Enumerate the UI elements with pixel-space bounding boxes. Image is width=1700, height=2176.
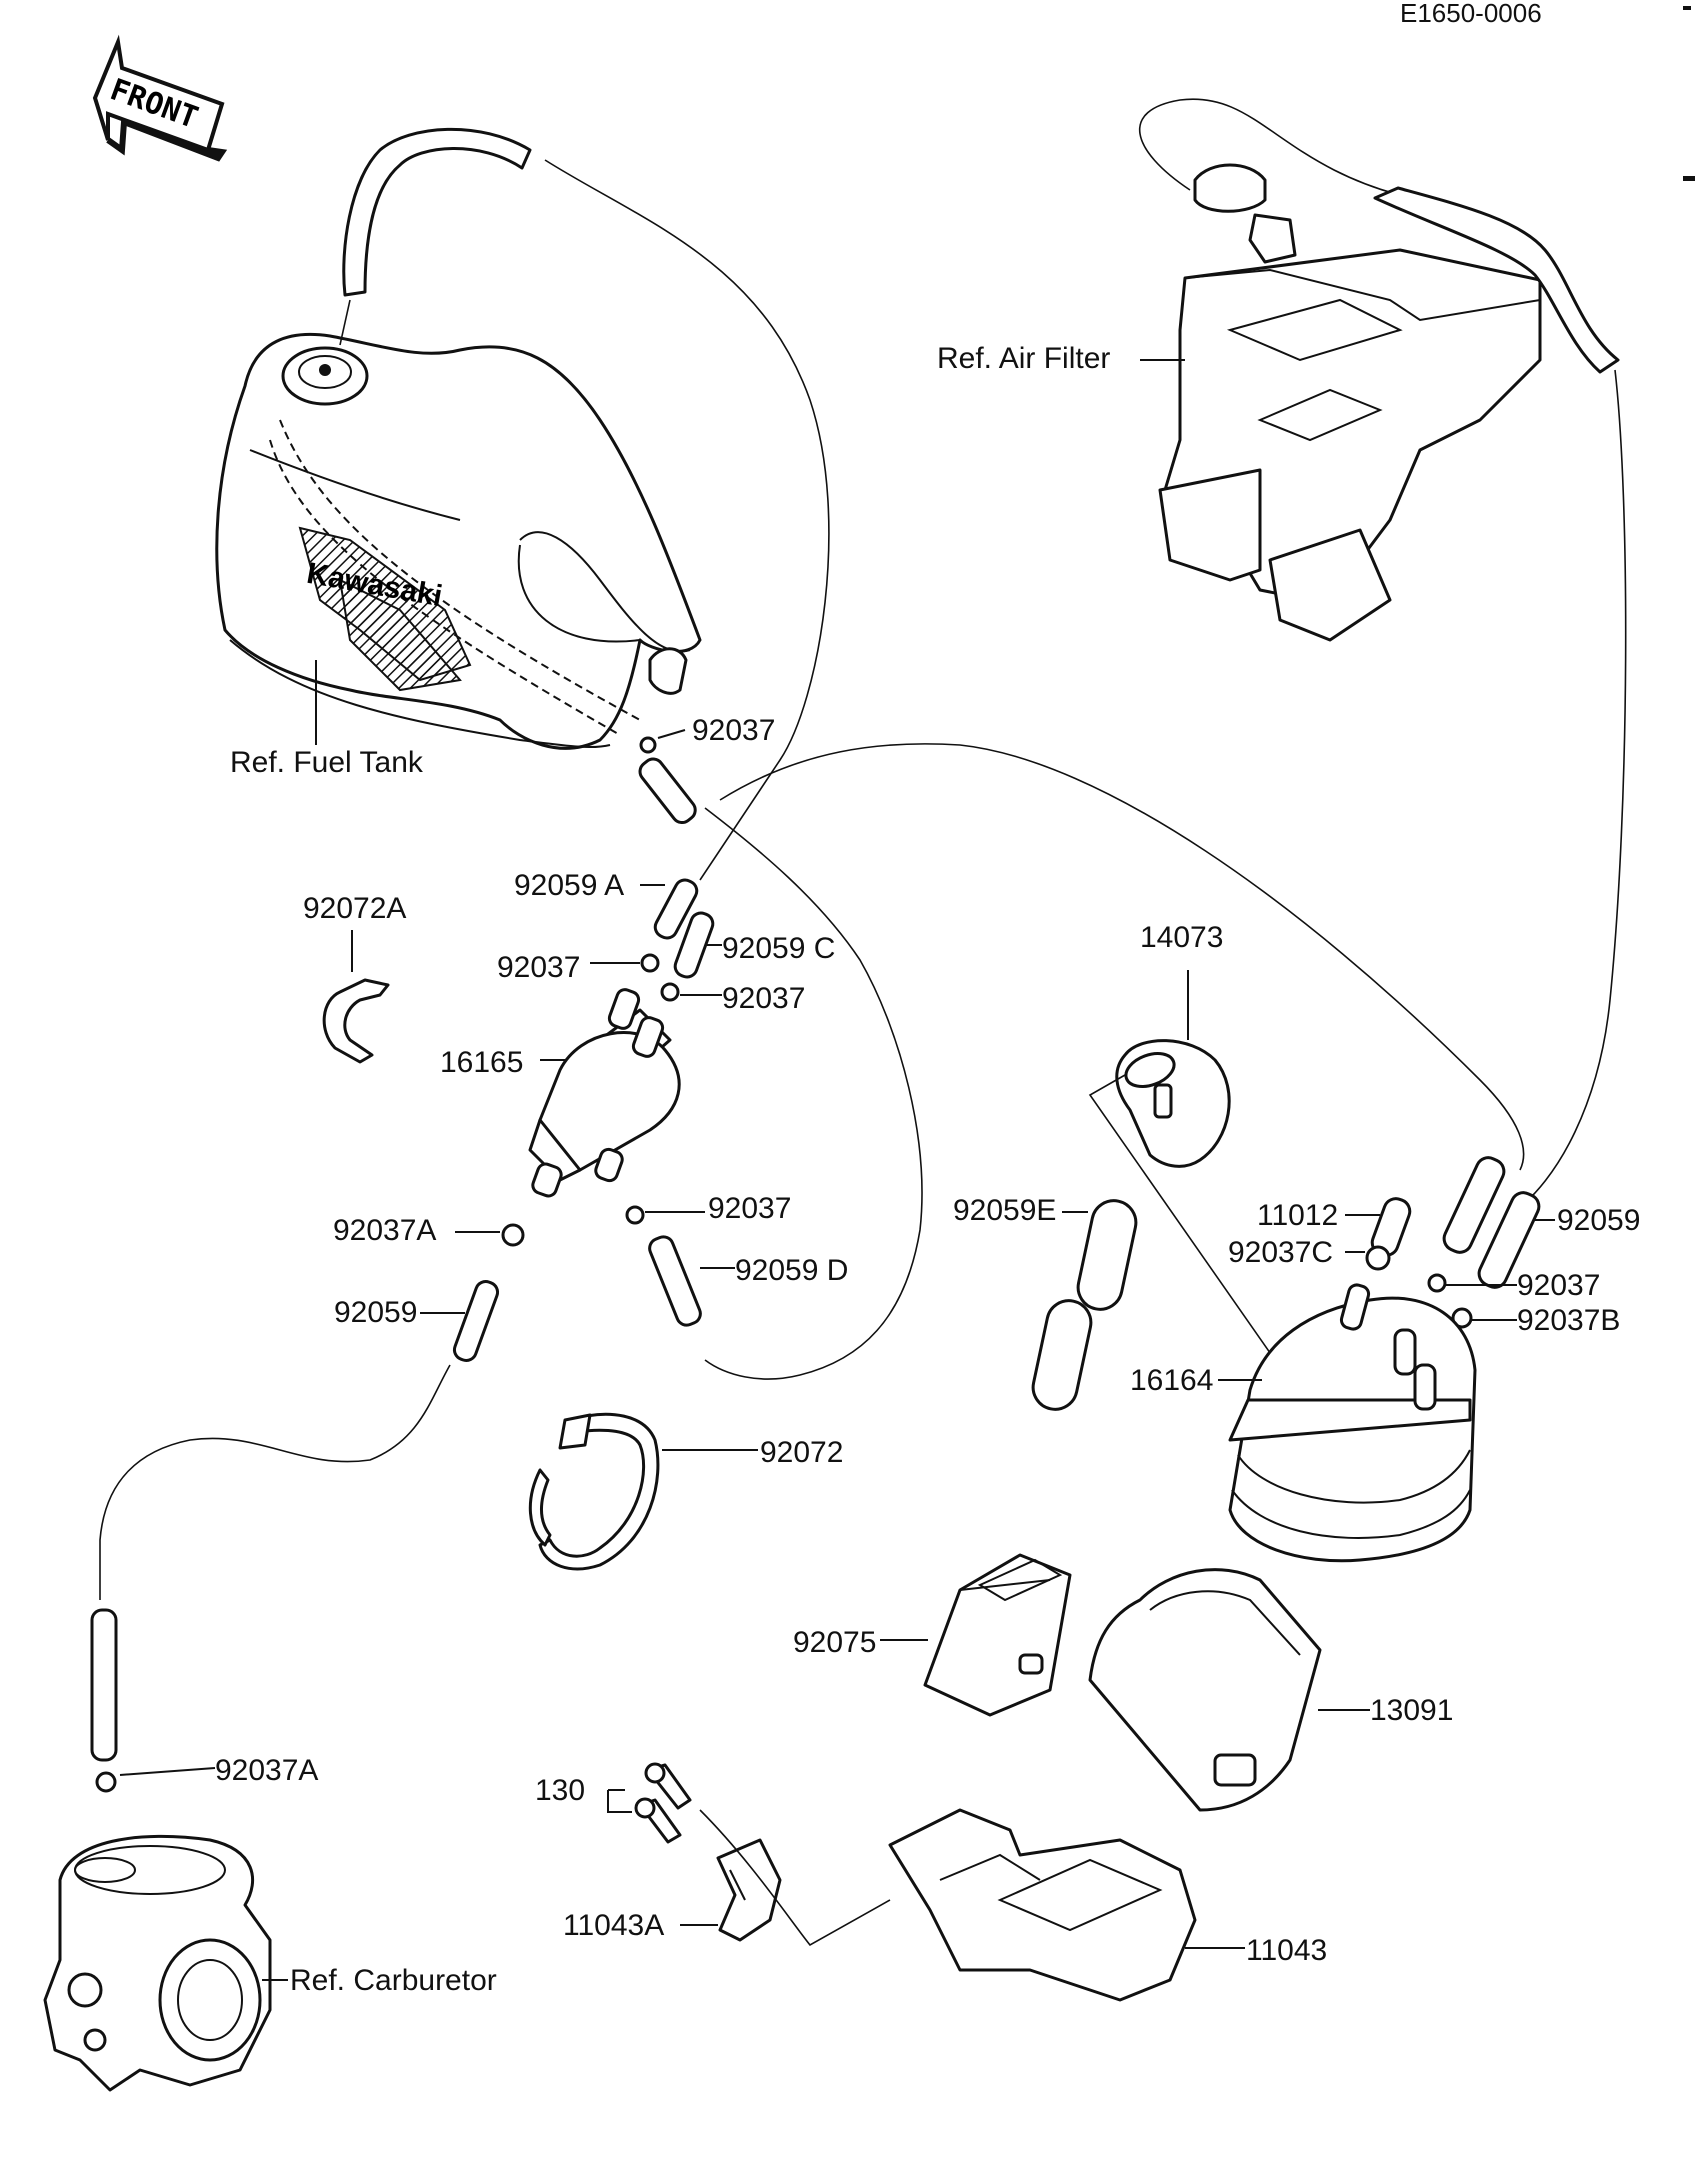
air-filter-hose — [1373, 186, 1620, 374]
hose-line — [1088, 1074, 1276, 1361]
hose-line — [719, 743, 1525, 1171]
hose-92059A — [653, 878, 699, 940]
label-92072A: 92072A — [303, 892, 406, 925]
tank-vent-hose — [342, 127, 532, 297]
bracket-11043A — [716, 1838, 782, 1942]
hose-line — [544, 159, 830, 881]
air-filter-housing — [1158, 163, 1542, 642]
carburetor — [43, 1834, 272, 2092]
leader-line — [657, 729, 686, 739]
label-92059E: 92059E — [953, 1194, 1056, 1227]
fuel-tank: Kawasaki — [215, 332, 702, 750]
carburetor-hose — [90, 1608, 118, 1762]
band-92072 — [528, 1412, 660, 1571]
fuel-cap-icon — [281, 346, 369, 406]
clamp-icon — [660, 982, 680, 1002]
leader-line — [607, 1789, 632, 1813]
label-16164: 16164 — [1130, 1364, 1213, 1397]
label-92059D: 92059 D — [735, 1254, 848, 1287]
leader-line — [119, 1767, 216, 1776]
label-16165: 16165 — [440, 1046, 523, 1079]
bolt-130-icon — [634, 1762, 692, 1844]
clamp-icon — [501, 1223, 525, 1247]
label-92037-lower: 92037 — [708, 1192, 791, 1225]
label-92075: 92075 — [793, 1626, 876, 1659]
label-92059-left: 92059 — [334, 1296, 417, 1329]
label-92059A: 92059 A — [514, 869, 624, 902]
label-92037B: 92037B — [1517, 1304, 1620, 1337]
fuel-filter-16165 — [528, 988, 681, 1198]
hose-92059C — [673, 911, 715, 979]
hose-line — [704, 807, 923, 1380]
hose-line — [699, 1809, 891, 1947]
label-130: 130 — [535, 1774, 585, 1807]
label-14073: 14073 — [1140, 921, 1223, 954]
label-92037-right: 92037 — [722, 982, 805, 1015]
part-92075 — [923, 1553, 1072, 1717]
tank-stripe — [298, 526, 472, 692]
label-92072: 92072 — [760, 1436, 843, 1469]
clamp-icon — [640, 953, 660, 973]
front-arrow-icon: FRONT — [92, 34, 228, 162]
hose-line — [1139, 98, 1421, 201]
label-92059-right: 92059 — [1557, 1204, 1640, 1237]
hose-92059D — [648, 1235, 702, 1327]
hose-line — [339, 299, 351, 346]
label-11012: 11012 — [1257, 1199, 1338, 1232]
label-92037A-lower: 92037A — [215, 1754, 318, 1787]
hose-92059-left — [452, 1280, 500, 1362]
hose-line — [99, 1364, 451, 1600]
clamp-icon — [1365, 1245, 1391, 1271]
canister-16164 — [1228, 1283, 1477, 1563]
clip-92072A — [322, 978, 390, 1064]
bracket-11043 — [888, 1808, 1197, 2002]
part-14073 — [1115, 1039, 1231, 1168]
hose-92059E — [1031, 1199, 1138, 1411]
clamp-icon — [95, 1771, 117, 1793]
clamp-icon — [1427, 1273, 1447, 1293]
ref-air-filter-label: Ref. Air Filter — [937, 342, 1110, 375]
part-13091 — [1088, 1568, 1322, 1812]
label-92037C: 92037C — [1228, 1236, 1333, 1269]
clamp-icon — [1451, 1307, 1473, 1329]
ref-fuel-tank-label: Ref. Fuel Tank — [230, 746, 424, 779]
label-13091: 13091 — [1370, 1694, 1453, 1727]
edge-mark — [1683, 6, 1691, 10]
hose-line — [1509, 369, 1627, 1216]
label-11043: 11043 — [1246, 1934, 1327, 1967]
clamp-icon — [625, 1205, 645, 1225]
label-92037: 92037 — [692, 714, 775, 747]
label-92037-left: 92037 — [497, 951, 580, 984]
drawing-code: E1650-0006 — [1400, 0, 1542, 28]
label-92059C: 92059 C — [722, 932, 835, 965]
label-11043A: 11043A — [563, 1909, 664, 1942]
edge-mark — [1683, 176, 1695, 181]
ref-carburetor-label: Ref. Carburetor — [290, 1964, 497, 1997]
label-92037-canister: 92037 — [1517, 1269, 1600, 1302]
label-92037A-upper: 92037A — [333, 1214, 436, 1247]
tank-outlet-hose — [638, 736, 697, 825]
